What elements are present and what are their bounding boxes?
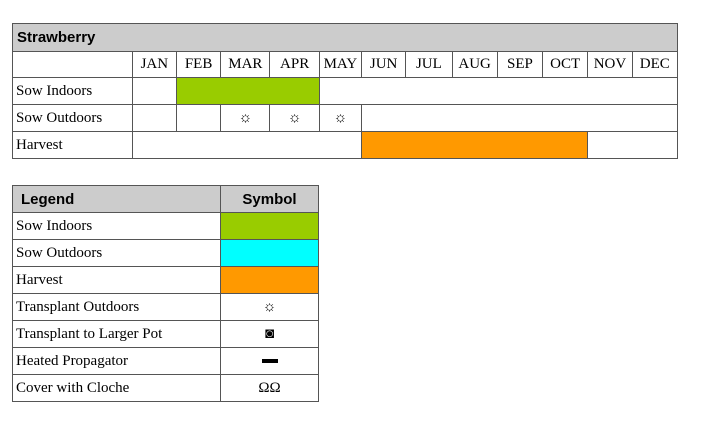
legend-row-heated-propagator: Heated Propagator	[12, 347, 319, 375]
month-header-blank	[12, 51, 133, 78]
legend-label-heated-propagator: Heated Propagator	[12, 347, 221, 375]
calendar-row-harvest: Harvest	[12, 131, 678, 159]
sun-icon: ☼	[269, 104, 320, 132]
sun-icon: ☼	[318, 104, 363, 132]
month-header-jan: JAN	[131, 51, 177, 78]
legend-label-harvest: Harvest	[12, 266, 221, 294]
legend-row-transplant-outdoors: Transplant Outdoors ☼	[12, 293, 319, 321]
cell-sow-indoors-jan	[131, 77, 177, 105]
month-header-apr: APR	[269, 51, 320, 78]
legend-swatch-sow-indoors	[220, 212, 319, 240]
month-header-may: MAY	[318, 51, 363, 78]
sun-icon: ☼	[220, 104, 271, 132]
legend-swatch-harvest	[220, 266, 319, 294]
legend-label-transplant-outdoors: Transplant Outdoors	[12, 293, 221, 321]
legend-header: Legend	[12, 185, 221, 213]
row-label-sow-outdoors: Sow Outdoors	[12, 104, 133, 132]
dash-icon	[261, 359, 278, 364]
legend-label-transplant-larger-pot: Transplant to Larger Pot	[12, 320, 221, 348]
cell-sow-outdoors-jan	[131, 104, 177, 132]
legend-row-harvest: Harvest	[12, 266, 319, 294]
cell-sow-indoors-rest	[318, 77, 679, 105]
calendar-row-sow-indoors: Sow Indoors	[12, 77, 679, 105]
planting-calendar-table: Strawberry JAN FEB MAR APR MAY JUN JUL A…	[12, 23, 679, 159]
month-header-nov: NOV	[587, 51, 633, 78]
sun-icon: ☼	[220, 293, 319, 321]
cell-sow-outdoors-rest	[361, 104, 678, 132]
bar-harvest	[360, 131, 589, 159]
month-header-aug: AUG	[451, 51, 498, 78]
row-label-sow-indoors: Sow Indoors	[12, 77, 133, 105]
legend-symbol-heated-propagator	[220, 347, 319, 375]
legend-row-transplant-larger-pot: Transplant to Larger Pot ◙	[12, 320, 319, 348]
legend-label-cover-with-cloche: Cover with Cloche	[12, 374, 221, 402]
row-label-harvest: Harvest	[12, 131, 133, 159]
bar-sow-indoors	[175, 77, 320, 105]
month-header-sep: SEP	[496, 51, 544, 78]
calendar-title: Strawberry	[12, 23, 678, 52]
legend-row-sow-indoors: Sow Indoors	[12, 212, 319, 240]
cloche-icon: ΩΩ	[220, 374, 319, 402]
month-header-mar: MAR	[220, 51, 271, 78]
symbol-header: Symbol	[220, 185, 319, 213]
legend-table: Legend Symbol Sow Indoors Sow Outdoors H…	[12, 185, 319, 402]
month-header-dec: DEC	[631, 51, 679, 78]
cell-sow-outdoors-feb	[175, 104, 222, 132]
legend-row-sow-outdoors: Sow Outdoors	[12, 239, 319, 267]
pot-icon: ◙	[220, 320, 319, 348]
legend-label-sow-indoors: Sow Indoors	[12, 212, 221, 240]
cell-harvest-after	[587, 131, 678, 159]
legend-swatch-sow-outdoors	[220, 239, 319, 267]
month-header-jun: JUN	[360, 51, 407, 78]
cell-harvest-before	[131, 131, 363, 159]
legend-row-cover-with-cloche: Cover with Cloche ΩΩ	[12, 374, 319, 402]
month-header-jul: JUL	[405, 51, 453, 78]
calendar-row-sow-outdoors: Sow Outdoors ☼ ☼ ☼	[12, 104, 678, 132]
month-header-feb: FEB	[175, 51, 222, 78]
legend-label-sow-outdoors: Sow Outdoors	[12, 239, 221, 267]
month-header-oct: OCT	[542, 51, 589, 78]
